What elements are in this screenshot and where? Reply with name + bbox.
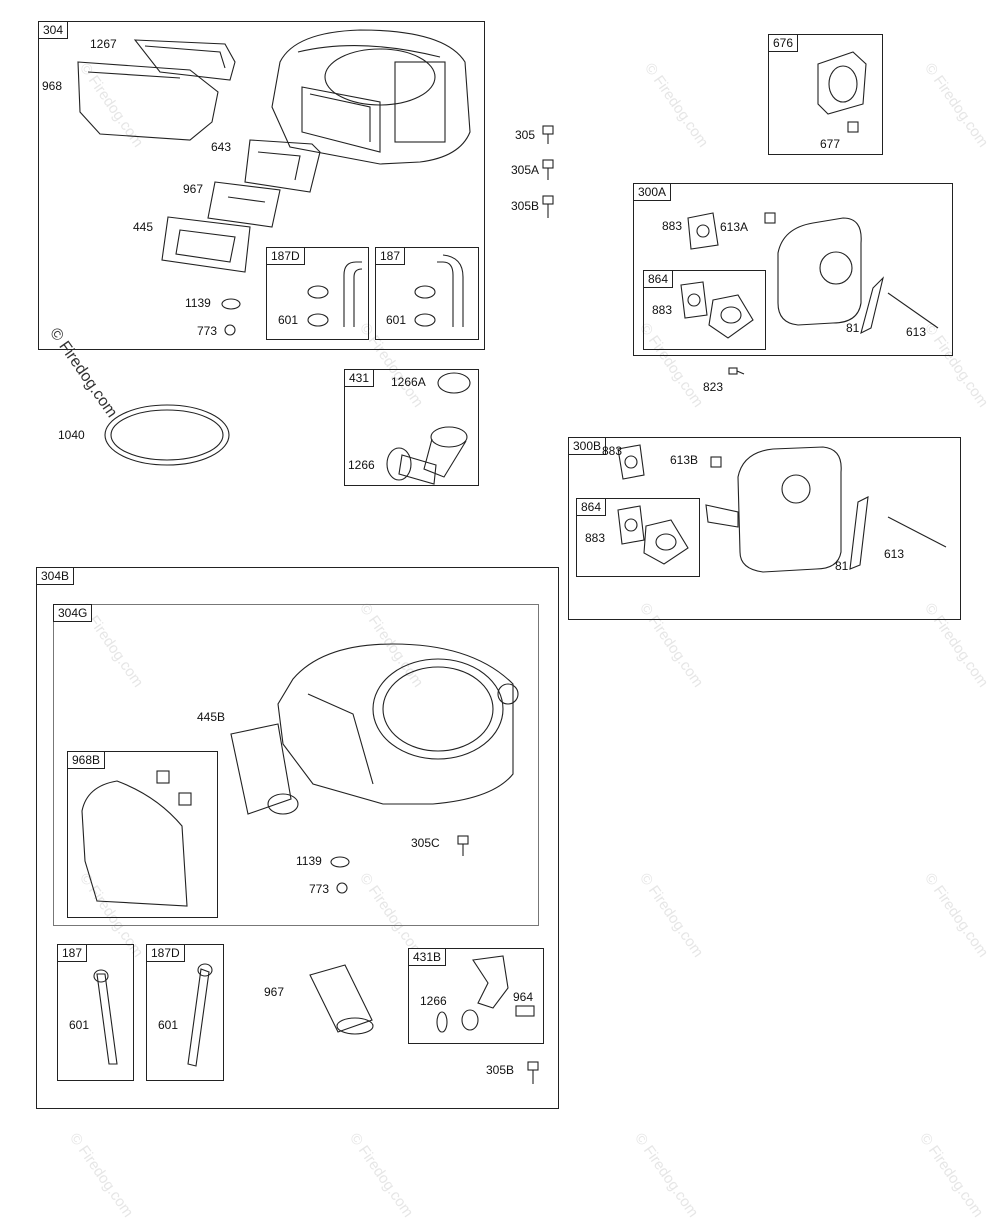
group-676: 676 bbox=[768, 34, 883, 155]
part-label-601: 601 bbox=[69, 1018, 90, 1032]
breather-tube-drawing bbox=[307, 261, 363, 327]
part-label-968: 968 bbox=[42, 79, 63, 93]
gasket-864-drawing bbox=[617, 505, 689, 565]
part-label-601: 601 bbox=[386, 313, 407, 327]
screw-823-drawing bbox=[728, 367, 745, 375]
watermark: © Firedog.com bbox=[921, 60, 992, 151]
group-187: 187 bbox=[375, 247, 479, 340]
watermark: © Firedog.com bbox=[641, 60, 712, 151]
group-304: 304 bbox=[38, 21, 485, 350]
part-label-305C: 305C bbox=[411, 836, 440, 850]
group-label: 187D bbox=[146, 944, 185, 962]
muffler-300A-drawing bbox=[687, 212, 939, 335]
part-label-773: 773 bbox=[309, 882, 330, 896]
part-label-81: 81 bbox=[835, 559, 849, 573]
part-label-967: 967 bbox=[264, 985, 285, 999]
part-label-1266A: 1266A bbox=[391, 375, 426, 389]
group-label: 431 bbox=[344, 369, 375, 387]
watermark: © Firedog.com bbox=[346, 1130, 417, 1221]
watermark: © Firedog.com bbox=[636, 870, 707, 961]
part-label-613B: 613B bbox=[670, 453, 699, 467]
part-label-305B: 305B bbox=[486, 1063, 515, 1077]
part-label-613: 613 bbox=[906, 325, 927, 339]
small-parts-drawing bbox=[330, 835, 469, 894]
part-label-445B: 445B bbox=[197, 710, 226, 724]
part-label-1267: 1267 bbox=[90, 37, 117, 51]
group-431B: 431B bbox=[408, 948, 544, 1044]
watermark: © Firedog.com bbox=[631, 1130, 702, 1221]
cover-968B-drawing bbox=[81, 770, 192, 907]
part-label-305B: 305B bbox=[511, 199, 540, 213]
group-300B: 300B bbox=[568, 437, 961, 620]
group-187D: 187D bbox=[146, 944, 224, 1081]
blower-housing-drawing bbox=[77, 29, 471, 336]
group-label: 864 bbox=[576, 498, 607, 516]
part-label-964: 964 bbox=[513, 990, 534, 1004]
group-label: 304B bbox=[36, 567, 75, 585]
part-label-1139: 1139 bbox=[296, 854, 322, 868]
part-label-81: 81 bbox=[846, 321, 860, 335]
part-label-445: 445 bbox=[133, 220, 154, 234]
muffler-300B-drawing bbox=[617, 444, 947, 573]
group-label: 187 bbox=[57, 944, 88, 962]
part-label-883: 883 bbox=[652, 303, 673, 317]
part-label-883: 883 bbox=[585, 531, 606, 545]
part-label-677: 677 bbox=[820, 137, 841, 151]
group-304B: 304B bbox=[36, 567, 559, 1109]
part-label-601: 601 bbox=[158, 1018, 179, 1032]
group-187: 187 bbox=[57, 944, 134, 1081]
breather-tube-drawing bbox=[414, 254, 464, 327]
watermark: © Firedog.com bbox=[921, 870, 992, 961]
filter-967-drawing bbox=[309, 964, 374, 1035]
part-label-613A: 613A bbox=[720, 220, 749, 234]
part-label-601: 601 bbox=[278, 313, 299, 327]
group-label: 187D bbox=[266, 247, 305, 265]
group-label: 431B bbox=[408, 948, 447, 966]
group-300A: 300A bbox=[633, 183, 953, 356]
group-label: 300B bbox=[568, 437, 607, 455]
blower-housing-304G-drawing bbox=[230, 643, 519, 815]
part-label-967: 967 bbox=[183, 182, 204, 196]
screws-drawing bbox=[542, 125, 554, 218]
breather-tube-drawing bbox=[93, 969, 118, 1065]
part-label-823: 823 bbox=[703, 380, 724, 394]
part-label-773: 773 bbox=[197, 324, 218, 338]
part-label-613: 613 bbox=[884, 547, 905, 561]
group-968B: 968B bbox=[67, 751, 218, 918]
part-label-643: 643 bbox=[211, 140, 232, 154]
group-304G: 304G bbox=[53, 604, 539, 926]
part-label-305: 305 bbox=[515, 128, 536, 142]
group-label: 304G bbox=[53, 604, 93, 622]
gasket-864-drawing bbox=[680, 281, 754, 339]
elbow-431-drawing bbox=[386, 372, 471, 485]
part-label-883: 883 bbox=[602, 444, 623, 458]
group-label: 300A bbox=[633, 183, 672, 201]
group-864: 864 bbox=[643, 270, 766, 350]
watermark: © Firedog.com bbox=[916, 1130, 987, 1221]
elbow-431B-drawing bbox=[436, 955, 535, 1033]
ring-1040-drawing bbox=[104, 404, 230, 466]
group-label: 187 bbox=[375, 247, 406, 265]
part-label-1266: 1266 bbox=[420, 994, 447, 1008]
group-label: 676 bbox=[768, 34, 799, 52]
watermark: © Firedog.com bbox=[66, 1130, 137, 1221]
group-label: 864 bbox=[643, 270, 674, 288]
part-label-1266: 1266 bbox=[348, 458, 375, 472]
part-label-1040: 1040 bbox=[58, 428, 85, 442]
group-431: 431 bbox=[344, 369, 479, 486]
group-label: 968B bbox=[67, 751, 106, 769]
group-187D: 187D bbox=[266, 247, 369, 340]
spark-arrester-drawing bbox=[817, 51, 867, 133]
group-label: 304 bbox=[38, 21, 69, 39]
part-label-1139: 1139 bbox=[185, 296, 211, 310]
group-864: 864 bbox=[576, 498, 700, 577]
part-label-883: 883 bbox=[662, 219, 683, 233]
part-label-305A: 305A bbox=[511, 163, 540, 177]
breather-tube-drawing bbox=[187, 963, 213, 1067]
screw-305B-drawing bbox=[527, 1061, 539, 1084]
